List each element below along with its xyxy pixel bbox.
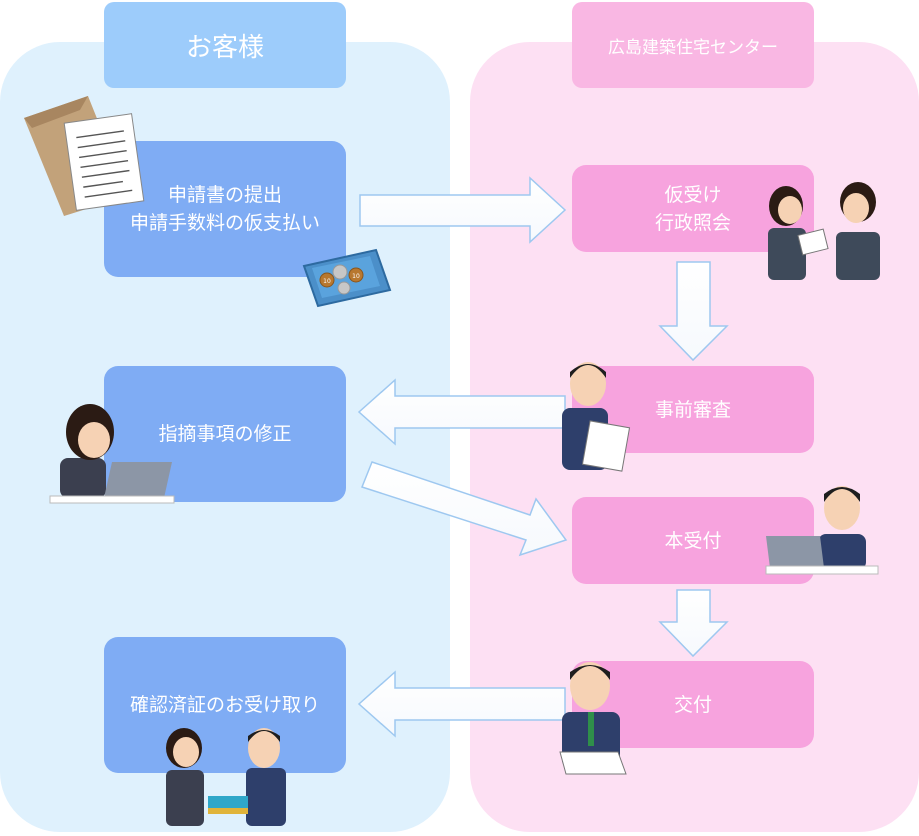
step-submit-line2: 申請手数料の仮支払い: [129, 212, 320, 234]
arrow-prereview-to-fix: [357, 378, 566, 446]
coin-label: 10: [323, 278, 331, 285]
arrow-submit-to-provisional: [359, 176, 567, 244]
customer-lane-header: お客様: [104, 2, 346, 88]
step-receive-label: 確認済証のお受け取り: [129, 694, 320, 716]
arrow-fix-to-acceptance: [361, 461, 568, 557]
step-issue-label: 交付: [673, 693, 712, 716]
staff-man-laptop-icon: [765, 486, 879, 575]
coin-tray-icon: 10 10: [302, 248, 392, 308]
coin-label: 10: [352, 273, 360, 280]
staff-man-document-icon: [559, 662, 627, 775]
arrow-provisional-to-prereview: [658, 261, 729, 362]
woman-laptop-icon: [49, 404, 175, 504]
center-lane-title: 広島建築住宅センター: [608, 37, 778, 58]
staff-women-handing-document-icon: [768, 182, 880, 280]
customer-lane-title: お客様: [185, 32, 264, 63]
step-fix-label: 指摘事項の修正: [158, 423, 292, 445]
step-acceptance-label: 本受付: [664, 529, 722, 552]
envelope-document-icon: [24, 96, 145, 216]
step-submit-line1: 申請書の提出: [167, 184, 282, 206]
couple-receiving-certificate-icon: [166, 728, 286, 826]
staff-man-clipboard-icon: [562, 362, 631, 472]
step-provisional-line1: 仮受け: [664, 183, 722, 206]
step-pre-review-label: 事前審査: [654, 398, 731, 421]
center-lane-header: 広島建築住宅センター: [572, 2, 814, 88]
arrow-issue-to-receive: [357, 670, 566, 738]
step-receive-certificate: 確認済証のお受け取り: [104, 637, 346, 773]
step-submit-application: 申請書の提出 申請手数料の仮支払い: [104, 141, 346, 277]
arrow-acceptance-to-issue: [658, 589, 729, 658]
step-provisional-line2: 行政照会: [654, 211, 731, 234]
